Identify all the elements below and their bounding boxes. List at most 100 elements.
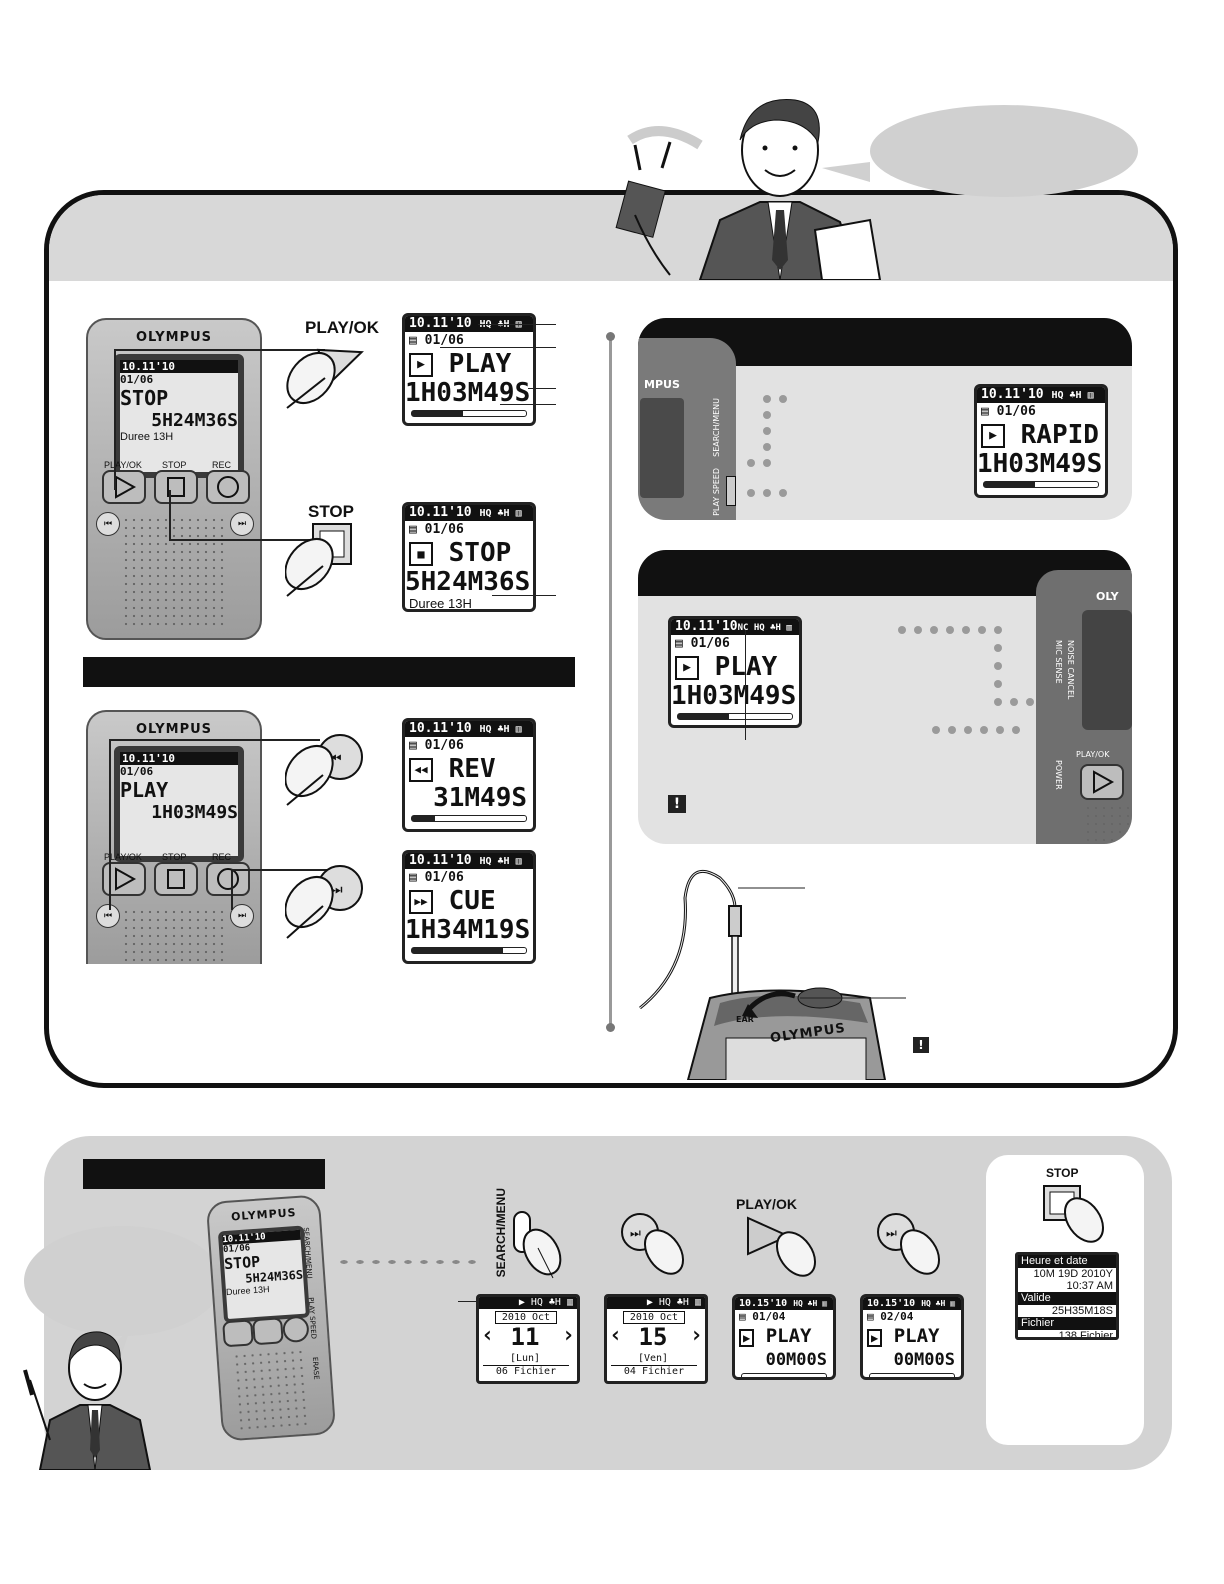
rewind-button-press[interactable]: ⏮ xyxy=(285,725,375,810)
lcd-noise-time: 1H03M49S xyxy=(671,681,797,711)
play-ok-label: PLAY/OK xyxy=(305,318,380,337)
side-power-label: POWER xyxy=(1054,760,1063,790)
step2-forward-button-press[interactable]: ⏭ xyxy=(618,1208,693,1283)
divider-dot-top xyxy=(606,332,615,341)
lcd-stop-mode: STOP xyxy=(448,538,512,568)
play-speed-switch[interactable] xyxy=(726,476,736,506)
device2-stop-button[interactable] xyxy=(154,862,198,896)
lcd-rapid-status: HQ ♣H ▥ xyxy=(1051,390,1094,401)
dot xyxy=(980,726,988,734)
dot xyxy=(994,680,1002,688)
dot xyxy=(1026,698,1034,706)
svg-text:⏭: ⏭ xyxy=(886,1226,897,1240)
leader-progress xyxy=(500,404,556,405)
dot xyxy=(930,626,938,634)
device2-fast-forward-icon[interactable]: ⏭ xyxy=(230,904,254,928)
dot xyxy=(747,489,755,497)
bottom-lcd-4: 10.15'10 HQ ♣H ▥ ▤ 02/04 ▶ PLAY 00M00S xyxy=(860,1294,964,1380)
calendar-lcd-1: ▶ HQ ♣H ▥ ‹ › 2010 Oct 11 [Lun] 06 Fichi… xyxy=(476,1294,580,1384)
lcd3-progress xyxy=(741,1373,827,1377)
lcd-rapid-progress xyxy=(983,481,1099,488)
right-view-brand: OLY xyxy=(1096,590,1119,603)
info-remaining-value: 25H35M18S xyxy=(1051,1305,1113,1317)
lcd-stop-date: 10.11'10 xyxy=(409,505,472,520)
cal1-month: 2010 Oct xyxy=(495,1311,557,1324)
dot xyxy=(1012,726,1020,734)
step3-play-button-press[interactable] xyxy=(744,1214,824,1284)
device2-rewind-icon[interactable]: ⏮ xyxy=(96,904,120,928)
noise-play-icon: ▶ xyxy=(675,655,699,680)
dot xyxy=(779,395,787,403)
cal2-prev-icon[interactable]: ‹ xyxy=(609,1323,623,1348)
fast-forward-button-press[interactable]: ⏭ xyxy=(285,858,375,943)
search-menu-button-press[interactable] xyxy=(508,1208,568,1283)
lcd-noise-file: 01/06 xyxy=(690,636,730,651)
device2-screen: 10.11'10 01/06 PLAY 1H03M49S xyxy=(114,746,244,862)
device2-screen-file: 01/06 xyxy=(120,765,154,778)
dot xyxy=(932,726,940,734)
device-side-view: MPUS SEARCH/MENU PLAY SPEED xyxy=(638,338,736,520)
right-view-play-button[interactable] xyxy=(1080,764,1124,800)
dot xyxy=(996,726,1004,734)
leader-nc-indicator xyxy=(745,630,746,740)
lcd-play-time: 1H03M49S xyxy=(405,378,531,408)
cal1-day: 11 xyxy=(510,1323,540,1351)
cal1-next-icon[interactable]: › xyxy=(561,1323,575,1348)
lcd-stop-status: HQ ♣H ▥ xyxy=(479,508,522,519)
stop-button-press[interactable] xyxy=(285,520,385,600)
dot xyxy=(763,427,771,435)
lcd4-file: 02/04 xyxy=(880,1310,914,1323)
step3-play-ok-label: PLAY/OK xyxy=(736,1196,797,1212)
device3-stop-button[interactable] xyxy=(252,1317,284,1346)
play-button-press[interactable] xyxy=(285,338,385,413)
device2-rec-button[interactable] xyxy=(206,862,250,896)
lcd-rev-time: 31M49S xyxy=(433,783,527,813)
lcd4-play-icon: ▶ xyxy=(867,1329,883,1347)
fast-forward-icon[interactable]: ⏭ xyxy=(230,512,254,536)
presenter-illustration-2 xyxy=(23,1330,152,1470)
side-view-screen xyxy=(640,398,684,498)
side-view-brand: MPUS xyxy=(644,378,680,391)
lcd-cue-mode: CUE xyxy=(448,886,496,916)
device-stop-button[interactable] xyxy=(154,470,198,504)
device2-screen-date: 10.11'10 xyxy=(120,752,238,765)
step4-forward-button-press[interactable]: ⏭ xyxy=(874,1208,949,1283)
leader-file xyxy=(440,347,556,348)
dot xyxy=(948,726,956,734)
dot xyxy=(962,626,970,634)
bottom-lcd-3: 10.15'10 HQ ♣H ▥ ▤ 01/04 ▶ PLAY 00M00S xyxy=(732,1294,836,1380)
device-screen-date: 10.11'10 xyxy=(120,360,238,373)
lcd-play-file: 01/06 xyxy=(424,333,464,348)
device-rec-button[interactable] xyxy=(206,470,250,504)
lcd4-mode: PLAY xyxy=(893,1325,940,1347)
cal1-files: 06 Fichier xyxy=(483,1365,569,1377)
rapid-mode-icon: ▶ xyxy=(981,423,1005,448)
info-header-remaining: Valide xyxy=(1018,1292,1116,1305)
cal2-next-icon[interactable]: › xyxy=(689,1323,703,1348)
dot xyxy=(763,411,771,419)
speech-bubble-top xyxy=(870,105,1138,197)
dot xyxy=(978,626,986,634)
info-header-files: Fichier xyxy=(1018,1317,1116,1330)
device3-erase-label: ERASE xyxy=(310,1356,321,1380)
dot xyxy=(964,726,972,734)
cal2-files: 04 Fichier xyxy=(611,1365,697,1377)
dot xyxy=(898,626,906,634)
info-header-datetime: Heure et date xyxy=(1018,1255,1116,1268)
lcd-play-date: 10.11'10 xyxy=(409,316,472,331)
lcd3-status: HQ ♣H ▥ xyxy=(793,1299,827,1308)
device3-rec-button[interactable] xyxy=(281,1315,310,1344)
lcd-rapid: 10.11'10 HQ ♣H ▥ ▤ 01/06 ▶ RAPID 1H03M49… xyxy=(974,384,1108,498)
leader-remaining xyxy=(492,595,556,596)
device3-speaker-grille xyxy=(232,1347,308,1433)
cal1-top: ▶ HQ ♣H ▥ xyxy=(479,1297,577,1309)
device3-play-button[interactable] xyxy=(222,1319,254,1348)
warning-icon: ! xyxy=(668,795,686,813)
rewind-icon[interactable]: ⏮ xyxy=(96,512,120,536)
info-time-value: 10:37 AM xyxy=(1066,1280,1113,1292)
cal1-prev-icon[interactable]: ‹ xyxy=(481,1323,495,1348)
info-stop-button-press[interactable] xyxy=(1040,1182,1120,1252)
device2-brand: OLYMPUS xyxy=(135,722,213,737)
device-play-button[interactable] xyxy=(102,470,146,504)
device-right-view: OLY MIC SENSE NOISE CANCEL POWER PLAY/OK xyxy=(1036,570,1132,844)
